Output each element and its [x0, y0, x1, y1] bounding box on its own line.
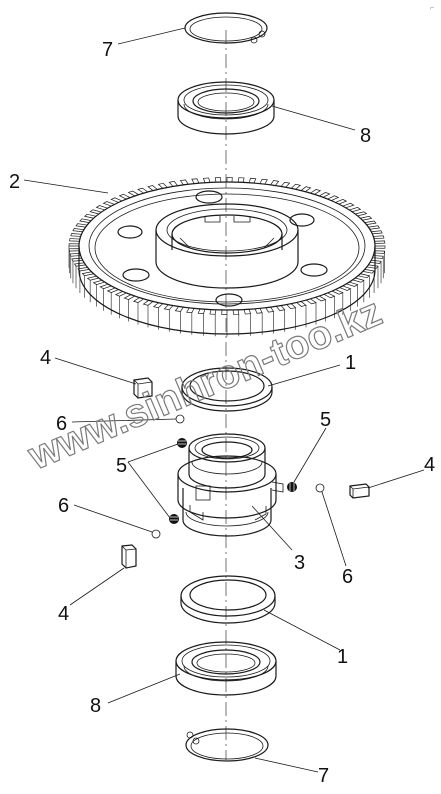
callout-5-right: 5 [320, 409, 331, 431]
callout-5-left: 5 [116, 455, 127, 477]
gear-tooth [72, 228, 85, 233]
ball-right [315, 483, 325, 493]
bearing-top [177, 81, 275, 135]
callout-7-top: 7 [102, 39, 113, 61]
gear-tooth [68, 248, 80, 252]
thrust-washer-top [181, 367, 273, 412]
gear-tooth [68, 243, 80, 247]
callout-7-low: 7 [318, 765, 329, 787]
corner-mark: ⌐ [430, 5, 434, 12]
synchronizer-hub [177, 433, 284, 537]
gear-tooth [370, 230, 383, 235]
callout-1-top: 1 [345, 352, 356, 374]
gear-tooth [372, 255, 384, 259]
leader-lines [23, 27, 425, 773]
callout-2: 2 [9, 171, 20, 193]
retaining-ring-low [185, 728, 269, 762]
callouts: 7 8 2 4 1 6 5 5 4 6 3 6 4 1 8 7 [9, 39, 435, 787]
callout-3: 3 [294, 552, 305, 574]
callout-4-top: 4 [40, 347, 51, 369]
thrust-washer-low [180, 575, 276, 624]
gear-tooth [70, 233, 82, 237]
callout-6-low: 6 [58, 495, 69, 517]
key-block-left [121, 544, 137, 569]
spur-gear [68, 177, 386, 337]
callout-4-right: 4 [424, 454, 435, 476]
gear-teeth [68, 177, 386, 337]
gear-tooth [374, 245, 386, 249]
gear-tooth [226, 177, 233, 183]
gear-tooth [372, 235, 385, 239]
spring-left-top [177, 438, 187, 448]
callout-6-right: 6 [342, 566, 353, 588]
callout-6-left: 6 [56, 413, 67, 435]
callout-8-low: 8 [90, 695, 101, 717]
callout-8-top: 8 [360, 125, 371, 147]
ball-left [151, 529, 161, 539]
key-block-right [349, 483, 370, 499]
watermark: www.sinhron-too.kz [21, 290, 388, 479]
spring-left-low [169, 514, 179, 524]
gear-tooth [373, 250, 385, 254]
spring-right [287, 482, 297, 492]
gear-tooth [221, 309, 228, 315]
key-block-top [133, 377, 153, 399]
gear-tooth [71, 257, 84, 262]
gear-tooth [374, 240, 386, 244]
gear-tooth [69, 238, 81, 242]
callout-4-low: 4 [58, 603, 69, 625]
bearing-low [175, 641, 277, 696]
callout-1-low: 1 [337, 646, 348, 668]
